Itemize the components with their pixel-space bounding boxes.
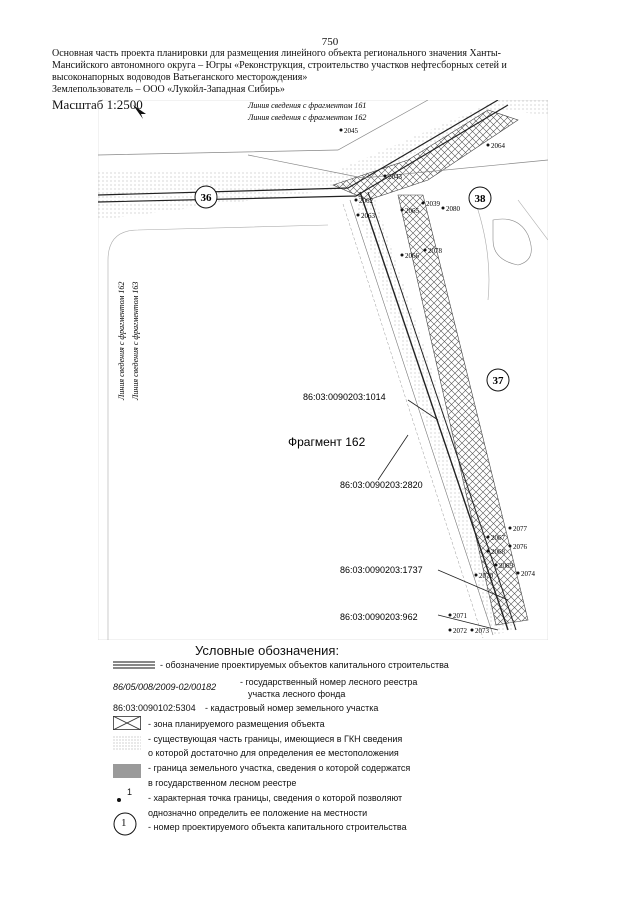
point-label: 2077 xyxy=(513,525,528,533)
water-outline xyxy=(492,218,532,266)
road-line xyxy=(98,100,429,156)
legend-text: - номер проектируемого объекта капитальн… xyxy=(148,822,407,832)
legend-text: - государственный номер лесного реестра xyxy=(240,677,418,687)
boundary-points: 2045 2064 2043 2062 2063 2039 2080 2065 … xyxy=(339,127,536,635)
legend-text: участка лесного фонда xyxy=(248,689,346,699)
gkn-border-symbol xyxy=(113,736,141,750)
legend-code: 86/05/008/2009-02/00182 xyxy=(113,682,216,692)
point-label: 2071 xyxy=(453,612,468,620)
point-label: 2070 xyxy=(479,572,494,580)
point-label: 2067 xyxy=(491,534,506,542)
point-label: 2068 xyxy=(491,548,506,556)
legend-text: в государственном лесном реестре xyxy=(148,778,297,788)
leader-line xyxy=(437,614,499,631)
legend-text: - обозначение проектируемых объектов кап… xyxy=(160,660,449,670)
header-line: высоконапорных водоводов Ватьеганского м… xyxy=(52,72,308,83)
legend-text: - граница земельного участка, сведения о… xyxy=(148,763,411,773)
fragment-label: Фрагмент 162 xyxy=(288,435,366,449)
leader-line xyxy=(377,434,409,481)
road-line xyxy=(98,100,499,196)
object-number-marker xyxy=(468,186,492,210)
header-line: Основная часть проекта планировки для ра… xyxy=(52,48,501,59)
legend-text: однозначно определить ее положение на ме… xyxy=(148,808,368,818)
map-fragment: Линия сведения с фрагментом 161 Линия св… xyxy=(98,100,548,640)
projected-object-symbol xyxy=(113,661,155,669)
page-number: 750 xyxy=(321,36,339,48)
document-header: Основная часть проекта планировки для ра… xyxy=(52,48,552,96)
point-label: 2063 xyxy=(361,212,376,220)
point-label: 2078 xyxy=(428,247,443,255)
point-label: 2062 xyxy=(359,197,374,205)
parcel-number: 86:03:0090203:1014 xyxy=(303,392,386,402)
legend-text: - существующая часть границы, имеющиеся … xyxy=(148,734,403,744)
forest-registry-code: 86/05/008/2009-02/00182 xyxy=(113,682,217,692)
pipeline-line xyxy=(359,191,509,631)
header-line: Мансийского автономного округа – Югры «Р… xyxy=(52,60,507,71)
tie-line-label: Линия сведения с фрагментом 163 xyxy=(131,282,140,401)
road-line xyxy=(98,104,509,203)
characteristic-point-symbol xyxy=(117,798,121,802)
planned-zone-symbol xyxy=(113,716,141,730)
object-number-marker xyxy=(194,185,218,209)
legend-object-number: 1 xyxy=(121,817,127,829)
object-number-marker xyxy=(486,368,510,392)
leader-line xyxy=(407,399,439,421)
legend-text: - кадастровый номер земельного участка xyxy=(205,703,379,713)
parcel-number: 86:03:0090203:2820 xyxy=(340,480,423,490)
point-label: 2080 xyxy=(446,205,461,213)
point-label: 2069 xyxy=(499,562,514,570)
object-number: 38 xyxy=(475,193,487,205)
road-line xyxy=(247,154,548,179)
map-scale: Масштаб 1:2500 xyxy=(52,97,143,112)
pipeline-line xyxy=(342,203,484,639)
legend-text: о которой достаточно для определения ее … xyxy=(148,748,399,758)
parcel-number: 86:03:0090203:962 xyxy=(340,612,418,622)
north-arrow-icon xyxy=(133,105,146,119)
object-number: 37 xyxy=(493,375,505,387)
point-label: 2064 xyxy=(491,142,506,150)
object-number: 36 xyxy=(201,192,213,204)
point-label: 2076 xyxy=(513,543,528,551)
forest-boundary xyxy=(472,194,490,301)
legend-text: - характерная точка границы, сведения о … xyxy=(148,793,403,803)
point-label: 2045 xyxy=(344,127,359,135)
planned-zone xyxy=(397,194,529,626)
legend-title: Условные обозначения: xyxy=(195,643,340,658)
parcel-number: 86:03:0090203:1737 xyxy=(340,565,423,575)
forest-boundary xyxy=(107,224,329,640)
legend-point-number: 1 xyxy=(127,787,133,797)
forest-boundary xyxy=(517,199,548,241)
point-label: 2043 xyxy=(388,173,403,181)
tie-line-label: Линия сведения с фрагментом 162 xyxy=(117,282,126,401)
tie-line-label: Линия сведения с фрагментом 161 xyxy=(247,101,366,110)
forest-border-symbol xyxy=(113,764,141,778)
tie-line-label: Линия сведения с фрагментом 162 xyxy=(247,113,366,122)
pipeline-line xyxy=(367,191,517,631)
leader-line xyxy=(437,569,509,601)
pipeline-line xyxy=(349,199,494,636)
point-label: 2074 xyxy=(521,570,536,578)
point-label: 2072 xyxy=(453,627,468,635)
header-line: Землепользователь – ООО «Лукойл-Западная… xyxy=(52,84,285,95)
object-number-symbol xyxy=(113,812,137,836)
point-label: 2065 xyxy=(405,207,420,215)
point-label: 2039 xyxy=(426,200,441,208)
legend-text: - зона планируемого размещения объекта xyxy=(148,719,325,729)
cadastral-code: 86:03:0090102:5304 xyxy=(113,703,196,713)
point-label: 2073 xyxy=(475,627,490,635)
point-label: 2066 xyxy=(405,252,420,260)
